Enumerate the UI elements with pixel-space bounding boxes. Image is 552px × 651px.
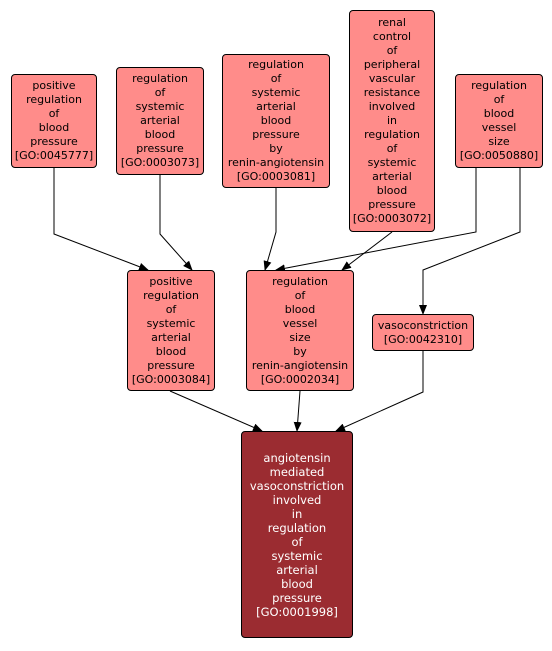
- edge-go0003084-to-go0001998: [169, 390, 263, 432]
- node-label-line: pressure: [252, 128, 300, 141]
- node-label-line: positive: [149, 274, 193, 288]
- node-label-line: vessel: [282, 316, 318, 330]
- node-label-line: involved: [368, 100, 416, 113]
- node-label-line: of: [386, 142, 398, 155]
- node-label-line: vasoconstriction: [377, 318, 469, 332]
- node-label-line: resistance: [363, 86, 421, 99]
- node-label-line: pressure: [136, 142, 184, 155]
- node-label-line: renin-angiotensin: [227, 156, 325, 169]
- node-label-line: regulation: [364, 128, 420, 141]
- edge-go0042310-to-go0001998: [335, 351, 424, 432]
- node-label-line: blood: [144, 128, 176, 141]
- node-label-line: of: [48, 107, 60, 120]
- node-label-line: arterial: [256, 100, 296, 113]
- node-label-line: mediated: [269, 464, 325, 479]
- node-label-line: blood: [284, 302, 316, 316]
- node-label-line: vascular: [368, 72, 416, 85]
- node-label-line: arterial: [372, 170, 412, 183]
- node-label-line: regulation: [132, 72, 188, 85]
- node-label-line: of: [270, 72, 282, 85]
- edge-go0003072-to-go0002034: [341, 231, 393, 271]
- node-label-line: blood: [281, 576, 313, 591]
- edge-go0050880-to-go0042310: [419, 168, 521, 315]
- node-label-line: [GO:0003081]: [236, 170, 316, 183]
- node-label-line: [GO:0050880]: [459, 149, 539, 162]
- node-label-line: in: [386, 114, 398, 127]
- node-label-line: systemic: [271, 548, 323, 563]
- node-label-line: pressure: [272, 590, 322, 605]
- node-label-line: vasoconstriction: [249, 478, 345, 493]
- node-label-line: blood: [155, 344, 187, 358]
- node-label-line: arterial: [151, 330, 191, 344]
- node-label-line: [GO:0003072]: [352, 212, 432, 225]
- node-label-line: [GO:0003073]: [120, 156, 200, 169]
- node-label-line: [GO:0002034]: [260, 372, 340, 386]
- node-label-line: regulation: [471, 79, 527, 92]
- node-go0042310[interactable]: vasoconstriction[GO:0042310]: [372, 314, 474, 351]
- node-label-line: [GO:0001998]: [256, 604, 338, 619]
- node-label-line: systemic: [251, 86, 301, 99]
- node-label-line: positive: [32, 79, 76, 92]
- node-label-line: vessel: [481, 121, 517, 134]
- node-label-line: [GO:0045777]: [14, 149, 94, 162]
- node-label-line: arterial: [276, 562, 318, 577]
- node-label-line: arterial: [140, 114, 180, 127]
- node-label-line: systemic: [146, 316, 196, 330]
- node-label-line: systemic: [367, 156, 417, 169]
- node-label-line: regulation: [248, 58, 304, 71]
- node-label-line: pressure: [368, 198, 416, 211]
- node-label-line: renal: [378, 16, 406, 29]
- node-label-line: involved: [272, 492, 322, 507]
- node-label-line: in: [291, 506, 303, 521]
- edge-go0002034-to-go0001998: [293, 390, 302, 432]
- edge-go0050880-to-go0002034: [275, 168, 477, 273]
- node-label-line: of: [493, 93, 505, 106]
- node-label-line: by: [293, 344, 307, 358]
- node-label-line: systemic: [135, 100, 185, 113]
- node-label-line: regulation: [26, 93, 82, 106]
- node-label-line: control: [372, 30, 412, 43]
- node-label-line: renin-angiotensin: [251, 358, 349, 372]
- node-label-line: of: [154, 86, 166, 99]
- node-label-line: blood: [483, 107, 515, 120]
- node-label-line: size: [488, 135, 510, 148]
- edge-go0045777-to-go0003084: [53, 168, 149, 271]
- node-label-line: [GO:0042310]: [383, 332, 463, 346]
- node-label-line: regulation: [267, 520, 327, 535]
- edge-go0003081-to-go0002034: [263, 188, 277, 271]
- node-label-line: regulation: [272, 274, 328, 288]
- node-label-line: pressure: [30, 135, 78, 148]
- node-label-line: of: [386, 44, 398, 57]
- node-label-line: of: [291, 534, 303, 549]
- node-label-line: angiotensin: [263, 450, 331, 465]
- node-label-line: by: [269, 142, 283, 155]
- node-label-line: size: [289, 330, 311, 344]
- node-label-line: blood: [38, 121, 70, 134]
- node-label-line: of: [165, 302, 177, 316]
- node-label-line: [GO:0003084]: [131, 372, 211, 386]
- node-label-line: pressure: [147, 358, 195, 372]
- node-label-line: regulation: [143, 288, 199, 302]
- node-label-line: of: [294, 288, 306, 302]
- edge-go0003073-to-go0003084: [159, 175, 193, 271]
- node-label-line: peripheral: [363, 58, 421, 71]
- node-label-line: blood: [260, 114, 292, 127]
- node-label-line: blood: [376, 184, 408, 197]
